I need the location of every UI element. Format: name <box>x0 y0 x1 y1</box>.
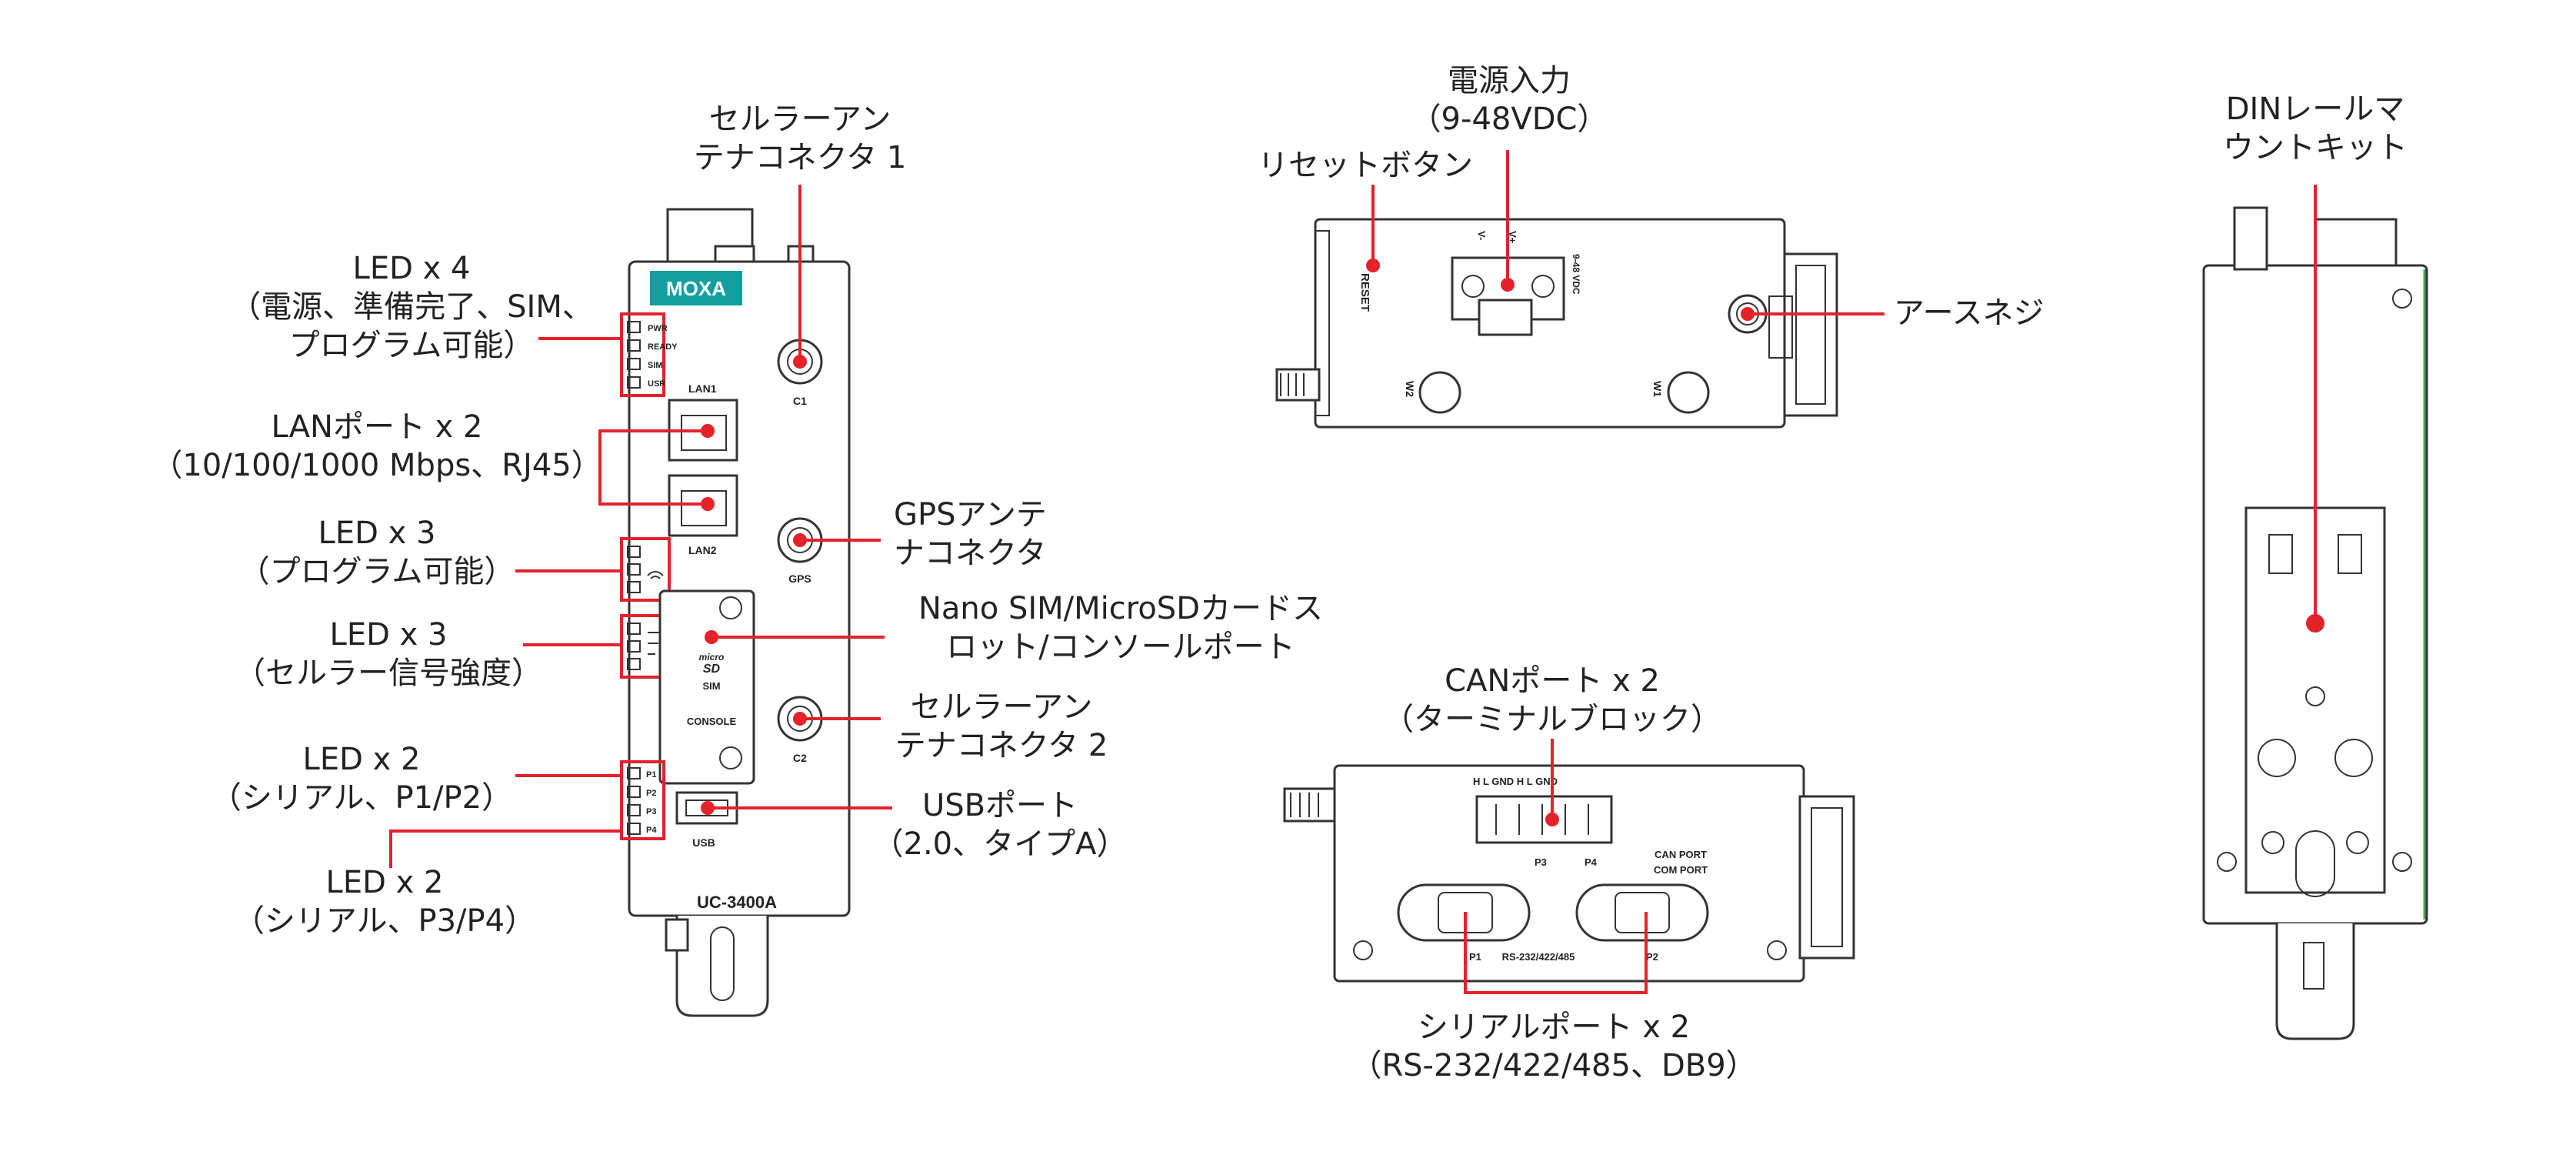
svg-text:PWR: PWR <box>648 324 668 333</box>
front-view: MOXA PWR READY SIM USR LAN1 LAN2 C1 GPS … <box>620 208 851 1017</box>
callout-led-x2-p1p2: LED x 2（シリアル、P1/P2） <box>211 742 512 816</box>
svg-text:LAN2: LAN2 <box>688 544 717 556</box>
serial-port-p2 <box>1575 883 1709 942</box>
svg-text:RESET: RESET <box>1358 273 1371 312</box>
sim-sd-slot-panel <box>658 589 755 785</box>
callout-cellular-antenna-2: セルラーアンテナコネクタ 2 <box>895 689 1108 763</box>
callout-din-rail: DINレールマウントキット <box>2223 92 2408 165</box>
top-view: RESET V- V+ 9-48 VDC W2 W1 <box>1275 218 1838 429</box>
svg-text:P4: P4 <box>646 826 657 835</box>
callout-power: 電源入力（9-48VDC） <box>1411 63 1608 137</box>
side-view <box>2202 206 2428 1040</box>
moxa-logo <box>650 271 742 305</box>
svg-text:USR: USR <box>648 379 665 389</box>
svg-text:H L GND H L GND: H L GND H L GND <box>1473 776 1558 787</box>
svg-text:SD: SD <box>703 663 721 676</box>
svg-text:USB: USB <box>692 836 715 849</box>
svg-text:MOXA: MOXA <box>666 277 726 300</box>
svg-text:P2: P2 <box>1646 951 1658 963</box>
callout-gps: GPSアンテナコネクタ <box>894 497 1047 571</box>
svg-text:LAN1: LAN1 <box>688 382 717 395</box>
svg-text:RS-232/422/485: RS-232/422/485 <box>1502 951 1575 963</box>
svg-text:CONSOLE: CONSOLE <box>687 716 737 727</box>
svg-text:micro: micro <box>699 652 725 663</box>
callout-usb: USBポート（2.0、タイプA） <box>873 788 1128 862</box>
callout-lines <box>389 150 2324 994</box>
callout-serial: シリアルポート x 2（RS-232/422/485、DB9） <box>1351 1010 1756 1083</box>
svg-text:P1: P1 <box>1469 951 1481 963</box>
svg-text:P3: P3 <box>646 807 656 816</box>
svg-text:P3: P3 <box>1535 856 1547 868</box>
svg-text:P1: P1 <box>646 770 656 779</box>
model-label: UC-3400A <box>697 893 777 912</box>
svg-text:SIM: SIM <box>702 680 720 692</box>
callout-reset: リセットボタン <box>1258 148 1473 183</box>
bottom-view: H L GND H L GND P3 P4 CAN PORT COM PORT … <box>1283 764 1855 983</box>
callout-led-x4: LED x 4（電源、準備完了、SIM、プログラム可能） <box>230 251 593 363</box>
status-led-group: PWR READY SIM USR <box>620 312 678 397</box>
callout-labels: セルラーアンテナコネクタ 1 LED x 4（電源、準備完了、SIM、プログラム… <box>152 63 2408 1083</box>
svg-text:W1: W1 <box>1651 381 1664 397</box>
svg-text:P4: P4 <box>1585 856 1598 868</box>
svg-text:C1: C1 <box>793 395 807 407</box>
svg-text:V-: V- <box>1476 231 1488 240</box>
top-body <box>1314 218 1786 429</box>
svg-text:SIM: SIM <box>648 361 663 370</box>
callout-can: CANポート x 2（ターミナルブロック） <box>1383 663 1721 737</box>
svg-text:V+: V+ <box>1507 231 1518 244</box>
can-terminal-block <box>1475 795 1613 844</box>
svg-text:C2: C2 <box>793 752 807 764</box>
callout-led-x3-programmable: LED x 3（プログラム可能） <box>239 516 515 589</box>
callout-led-x2-p3p4: LED x 2（シリアル、P3/P4） <box>234 865 535 939</box>
svg-text:P2: P2 <box>646 789 656 798</box>
callout-led-x3-cellular: LED x 3（セルラー信号強度） <box>235 617 542 691</box>
callout-lan-ports: LANポート x 2（10/100/1000 Mbps、RJ45） <box>152 409 602 483</box>
svg-text:READY: READY <box>648 342 678 352</box>
callout-sim-sd: Nano SIM/MicroSDカードスロット/コンソールポート <box>918 591 1323 665</box>
svg-text:9-48 VDC: 9-48 VDC <box>1571 254 1581 295</box>
callout-cellular-antenna-1: セルラーアンテナコネクタ 1 <box>694 102 907 175</box>
svg-text:GPS: GPS <box>788 572 811 585</box>
serial-led-group: P1 P2 P3 P4 <box>620 760 665 840</box>
svg-text:COM PORT: COM PORT <box>1654 864 1708 876</box>
callout-ground: アースネジ <box>1894 295 2044 331</box>
svg-text:CAN PORT: CAN PORT <box>1655 849 1707 860</box>
svg-text:W2: W2 <box>1404 381 1416 397</box>
